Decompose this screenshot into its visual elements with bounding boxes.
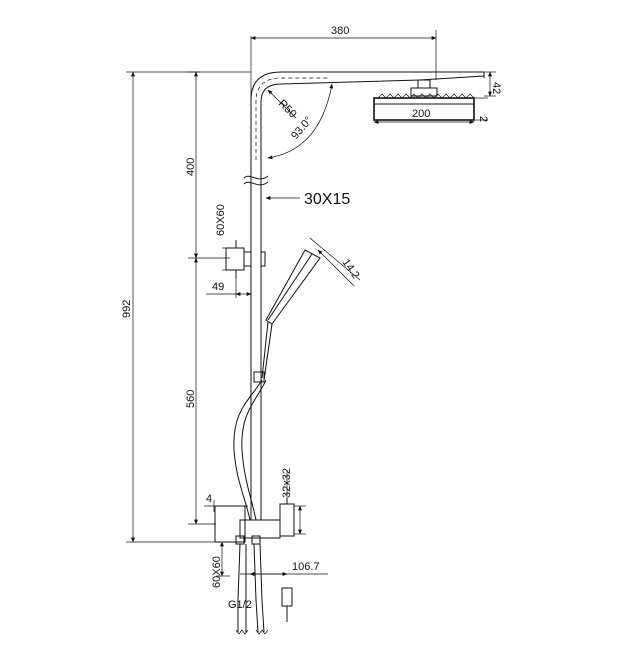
shower-hose bbox=[233, 379, 267, 521]
dim-mixer-size-top: 32x32 bbox=[281, 468, 306, 535]
main-column-pipe bbox=[243, 100, 269, 520]
dim-lower-height: 560 bbox=[185, 257, 216, 525]
dim-mixer-depth: 106.7 bbox=[240, 561, 328, 576]
shower-head bbox=[373, 79, 475, 121]
inlet-pipes bbox=[235, 543, 269, 635]
dim-lower-height-label: 560 bbox=[185, 390, 197, 408]
wall-bracket bbox=[225, 240, 266, 278]
dim-bracket-offset-label: 49 bbox=[212, 281, 224, 293]
dim-mixer-size-bottom-label: 60X60 bbox=[211, 556, 223, 588]
dim-head-thickness-label: 2 bbox=[477, 116, 489, 122]
dim-inlet-thread: G1/2 bbox=[228, 599, 252, 611]
dim-total-height: 992 bbox=[121, 71, 251, 543]
dim-head-thickness: 2 bbox=[474, 97, 489, 122]
dim-angle-label: 93.0° bbox=[289, 114, 315, 141]
dim-mixer-offset-small: 4 bbox=[204, 493, 248, 512]
dim-mixer-depth-label: 106.7 bbox=[292, 561, 320, 573]
dim-angle: 93.0° bbox=[267, 83, 334, 160]
dim-upper-height-label: 400 bbox=[185, 158, 197, 176]
hand-shower bbox=[253, 249, 321, 383]
dim-handshower-angle-label: 14.2 bbox=[340, 257, 362, 281]
dim-head-height-label: 42 bbox=[490, 82, 502, 94]
dim-radius: R50 bbox=[267, 89, 299, 120]
shower-head-nozzles bbox=[377, 93, 475, 99]
mixer-valve bbox=[214, 498, 295, 545]
dim-head-width-label: 200 bbox=[412, 108, 430, 120]
dim-mixer-size-bottom: 60X60 bbox=[211, 541, 230, 588]
dim-bracket-size-label: 60X60 bbox=[215, 204, 227, 236]
dim-pipe-section: 30X15 bbox=[265, 191, 350, 208]
dim-head-height: 42 bbox=[484, 71, 502, 97]
dim-pipe-section-label: 30X15 bbox=[304, 191, 350, 208]
dim-bracket-size: 60X60 bbox=[215, 204, 230, 271]
dim-total-height-label: 992 bbox=[121, 300, 133, 318]
dim-handshower-angle: 14.2 bbox=[309, 237, 362, 287]
dim-mixer-size-top-label: 32x32 bbox=[281, 468, 293, 498]
dim-bracket-offset: 49 bbox=[206, 278, 252, 298]
dim-mixer-offset-small-label: 4 bbox=[206, 493, 212, 505]
hose-connector bbox=[281, 587, 293, 622]
dim-top-width: 380 bbox=[250, 25, 437, 100]
dim-head-width: 200 bbox=[373, 108, 475, 124]
dim-top-width-label: 380 bbox=[331, 25, 349, 37]
dim-inlet-thread-label: G1/2 bbox=[228, 599, 252, 611]
